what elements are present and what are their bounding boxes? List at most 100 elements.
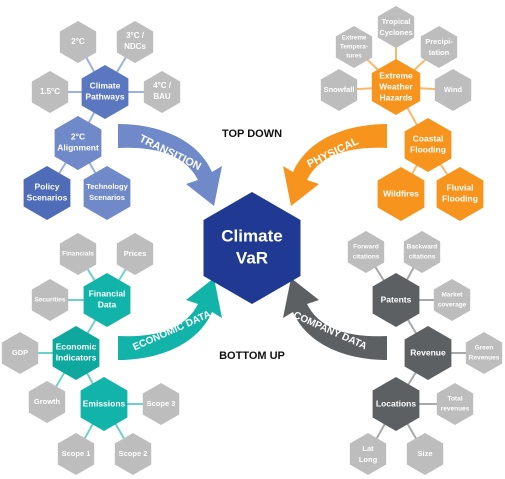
svg-text:GDP: GDP xyxy=(12,348,28,357)
svg-text:Financial: Financial xyxy=(89,288,126,298)
hexagon-shape xyxy=(142,383,180,425)
hexagon-shape xyxy=(143,71,181,113)
svg-text:Pathways: Pathways xyxy=(85,91,124,101)
svg-text:Scope 2: Scope 2 xyxy=(119,449,148,458)
svg-text:2°C: 2°C xyxy=(71,131,85,141)
svg-text:Prices: Prices xyxy=(124,249,147,258)
svg-text:Wildfires: Wildfires xyxy=(383,188,419,198)
svg-text:1.5°C: 1.5°C xyxy=(40,87,60,96)
hexagon-shape xyxy=(347,231,385,273)
economic-arrow xyxy=(118,278,222,360)
center-line-2: VaR xyxy=(236,248,268,267)
svg-text:Market: Market xyxy=(442,292,464,299)
hexagon-shape xyxy=(371,59,421,115)
svg-text:Climate: Climate xyxy=(90,80,121,90)
hexagon-shape xyxy=(406,433,444,475)
svg-text:NDCs: NDCs xyxy=(124,42,146,51)
hexagon-shape xyxy=(372,273,420,327)
hex-economic-indicators: Economic Indicators xyxy=(52,326,100,380)
hexagon-shape xyxy=(436,383,474,425)
hexagon-shape xyxy=(372,377,420,431)
hexagon-shape xyxy=(57,433,95,475)
center-line-1: Climate xyxy=(221,226,282,245)
svg-text:Cyclones: Cyclones xyxy=(379,28,412,37)
hexagon-shape xyxy=(114,433,152,475)
hexagon-shape xyxy=(1,332,39,374)
hex-forward-citations: Forward citations xyxy=(347,231,385,273)
svg-text:Policy: Policy xyxy=(34,181,59,191)
hex-extreme-temperatures: Extreme Tempera- tures xyxy=(335,26,373,68)
svg-text:Technology: Technology xyxy=(86,182,128,191)
svg-text:Wind: Wind xyxy=(444,85,463,94)
hexagon-shape xyxy=(52,326,100,380)
hex-climate-pathways: Climate Pathways xyxy=(81,65,129,119)
svg-text:Size: Size xyxy=(417,449,432,458)
hex-wildfires: Wildfires xyxy=(377,167,425,221)
hex-scope-3: Scope 3 xyxy=(142,383,180,425)
hex-scope-2: Scope 2 xyxy=(114,433,152,475)
hexagon-shape xyxy=(420,26,458,68)
svg-text:Green: Green xyxy=(475,345,494,352)
svg-text:2°C: 2°C xyxy=(71,37,85,46)
hex-1-5c: 1.5°C xyxy=(31,71,69,113)
hexagon-shape xyxy=(23,166,71,220)
hex-patents: Patents xyxy=(372,273,420,327)
svg-text:citations: citations xyxy=(409,254,436,261)
arrows xyxy=(118,124,387,360)
svg-text:Flooding: Flooding xyxy=(410,144,446,154)
svg-text:Fluvial: Fluvial xyxy=(447,182,474,192)
svg-text:Financials: Financials xyxy=(62,251,94,258)
svg-text:Locations: Locations xyxy=(376,398,416,408)
svg-text:Economic: Economic xyxy=(56,341,97,351)
hexagon-shape xyxy=(54,116,102,170)
svg-text:Tempera-: Tempera- xyxy=(340,44,368,51)
hex-2c: 2°C xyxy=(59,21,97,63)
svg-text:3°C /: 3°C / xyxy=(126,31,145,40)
hex-lat-long: Lat Long xyxy=(349,433,387,475)
hex-growth: Growth xyxy=(28,381,66,423)
svg-text:Data: Data xyxy=(98,299,117,309)
bottom-up-heading: BOTTOM UP xyxy=(219,350,285,362)
hex-2c-alignment: 2°C Alignment xyxy=(54,116,102,170)
hex-ndcs: 3°C / NDCs xyxy=(116,21,154,63)
svg-text:Backward: Backward xyxy=(407,244,438,251)
hex-coastal-flooding: Coastal Flooding xyxy=(404,118,452,172)
hexagon-shape xyxy=(31,279,69,321)
hex-backward-citations: Backward citations xyxy=(403,231,441,273)
svg-text:Total: Total xyxy=(447,396,462,403)
hexagon-shape xyxy=(31,71,69,113)
svg-text:Tropical: Tropical xyxy=(382,17,411,26)
hexagon-shape xyxy=(116,233,154,275)
hex-fluvial-flooding: Fluvial Flooding xyxy=(436,167,484,221)
transition-arrow xyxy=(118,124,222,206)
hexagon-shape xyxy=(403,231,441,273)
hex-prices: Prices xyxy=(116,233,154,275)
svg-text:revenues: revenues xyxy=(441,406,470,413)
hex-gdp: GDP xyxy=(1,332,39,374)
svg-text:Forward: Forward xyxy=(353,244,379,251)
svg-text:Securities: Securities xyxy=(34,297,65,304)
svg-text:Snowfall: Snowfall xyxy=(324,85,355,94)
svg-text:Extreme: Extreme xyxy=(342,35,367,42)
hex-wind: Wind xyxy=(434,69,472,111)
hexagon-shape xyxy=(433,279,471,321)
hexagon-shape xyxy=(83,273,131,327)
svg-text:Long: Long xyxy=(359,455,378,464)
hexagon-shape xyxy=(81,65,129,119)
svg-text:Indicators: Indicators xyxy=(56,352,97,362)
hex-financials: Financials xyxy=(59,233,97,275)
svg-text:citations: citations xyxy=(353,254,380,261)
hexagon-shape xyxy=(377,6,415,48)
top-down-heading: TOP DOWN xyxy=(222,128,282,140)
hex-market-coverage: Market coverage xyxy=(433,279,471,321)
svg-text:4°C /: 4°C / xyxy=(153,81,172,90)
hexagon-shape xyxy=(59,233,97,275)
hexagon-shape xyxy=(116,21,154,63)
svg-text:Hazards: Hazards xyxy=(379,92,412,102)
svg-text:tation: tation xyxy=(429,48,450,57)
svg-text:coverage: coverage xyxy=(438,302,467,309)
hexagon-shape xyxy=(377,167,425,221)
hex-financial-data: Financial Data xyxy=(83,273,131,327)
